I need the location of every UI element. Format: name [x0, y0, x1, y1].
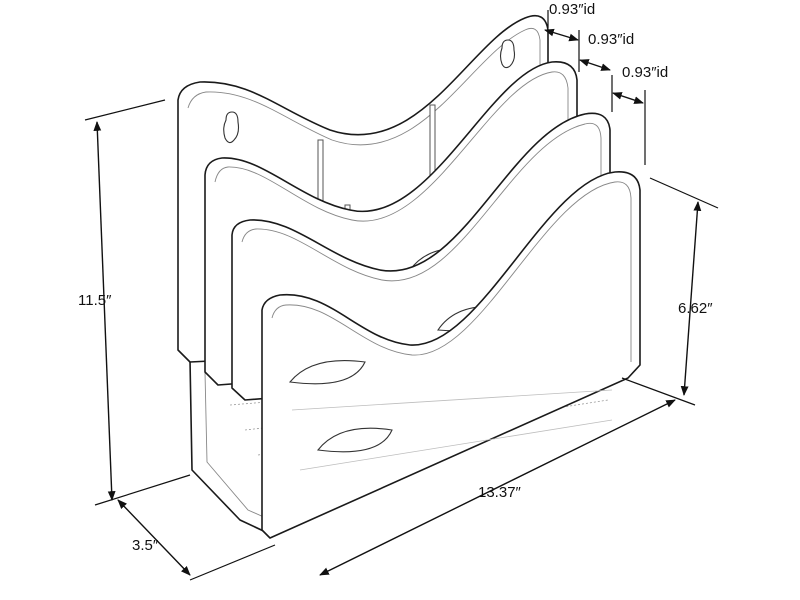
- label-width: 13.37″: [478, 484, 522, 501]
- label-front-height: 6.62″: [678, 300, 713, 317]
- dim-front-height: [649, 177, 719, 396]
- dim-height: [84, 99, 191, 506]
- dim-pockets: [544, 10, 646, 165]
- thumb-cut-front: [288, 360, 366, 385]
- dim-depth: [117, 499, 276, 581]
- label-height: 11.5″: [78, 292, 112, 309]
- keyhole-left: [223, 111, 240, 144]
- label-pocket-3: 0.93″id: [622, 64, 668, 81]
- dim-width: [319, 377, 696, 576]
- label-depth: 3.5″: [132, 537, 159, 554]
- label-pocket-2: 0.93″id: [588, 31, 634, 48]
- label-pocket-1: 0.93″id: [549, 1, 595, 18]
- keyhole-right: [499, 39, 516, 69]
